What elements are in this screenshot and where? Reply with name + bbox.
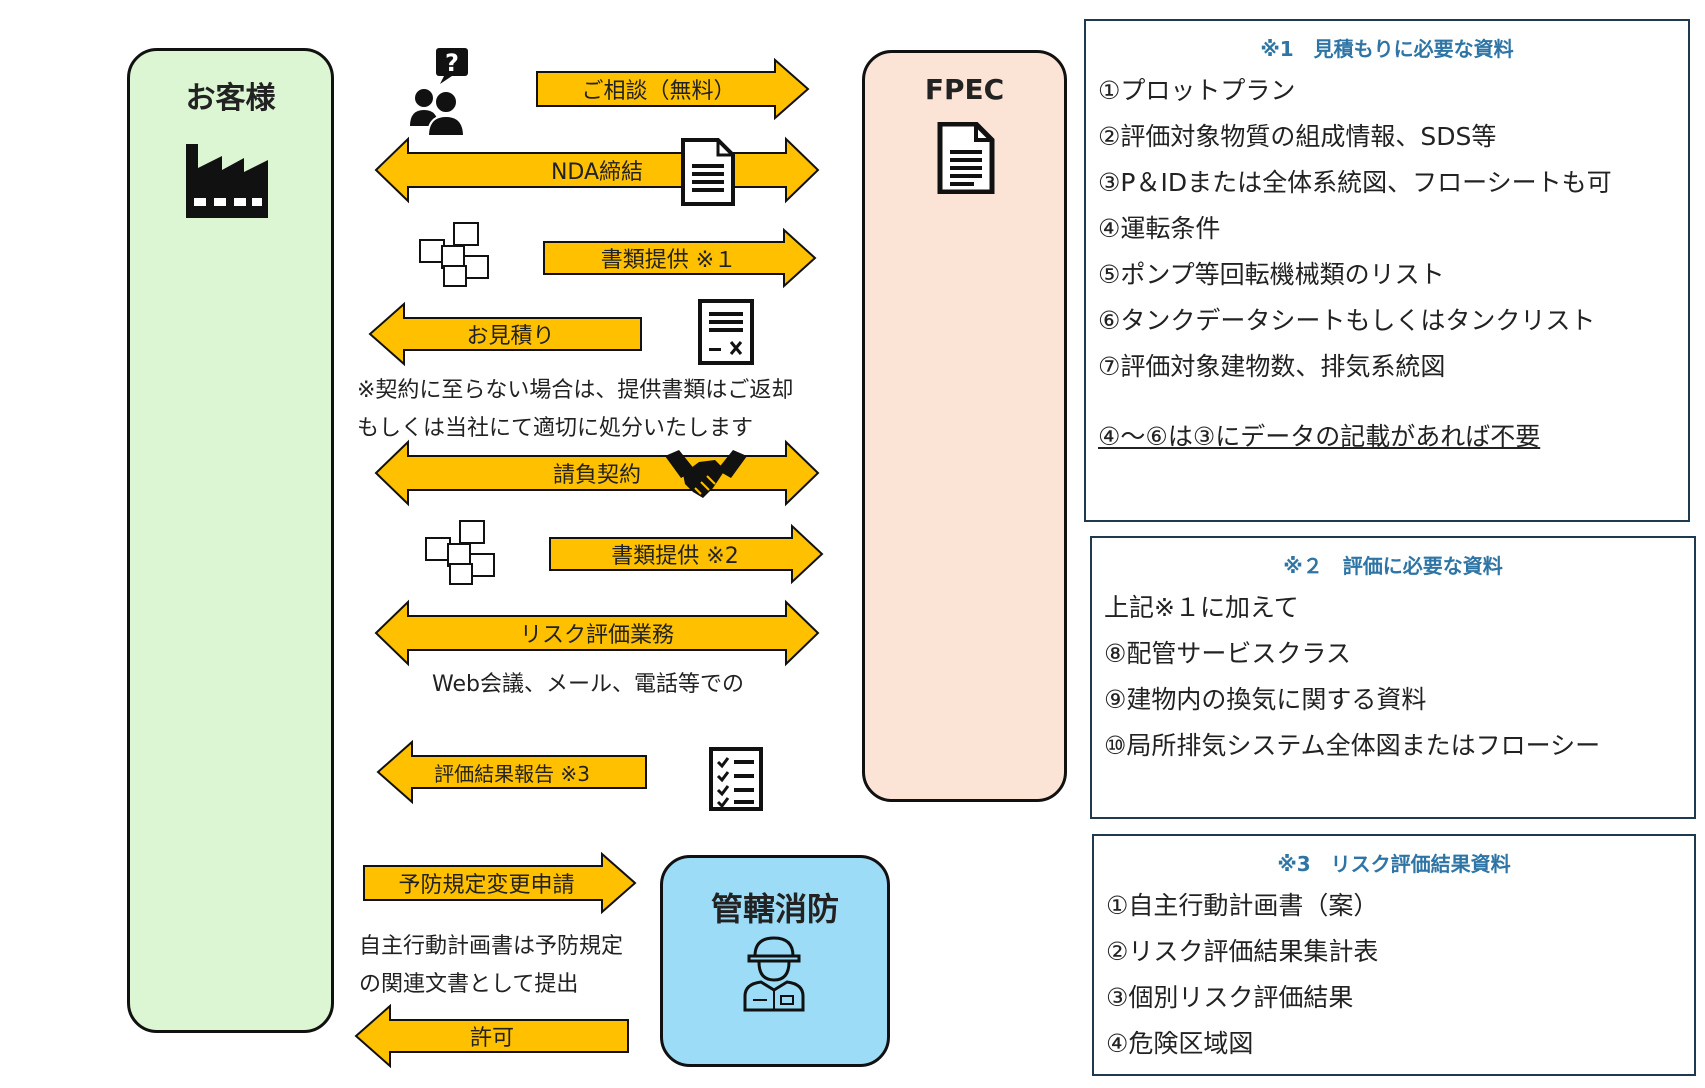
plan-note-line1: 自主行動計画書は予防規定: [359, 934, 624, 959]
box3-title: ※3 リスク評価結果資料: [1277, 852, 1511, 876]
risk-arrow: リスク評価業務: [374, 599, 820, 667]
sticky-notes-icon: [419, 222, 489, 287]
sticky-notes-icon: [425, 520, 495, 585]
box2-item: ⑩局所排気システム全体図またはフローシー: [1104, 731, 1601, 760]
fire-dept-title: 管轄消防: [710, 890, 839, 928]
box2-item: 上記※１に加えて: [1104, 593, 1299, 622]
permit-arrow: 許可: [354, 1003, 630, 1069]
evaluation-docs-box: ※２ 評価に必要な資料 上記※１に加えて ⑧配管サービスクラス ⑨建物内の換気に…: [1090, 536, 1696, 819]
customer-title: お客様: [185, 81, 276, 116]
box2-item: ⑨建物内の換気に関する資料: [1104, 685, 1427, 714]
box1-item: ⑦評価対象建物数、排気系統図: [1098, 352, 1446, 381]
checklist-icon: [709, 747, 763, 811]
nda-label: NDA締結: [550, 160, 644, 185]
box3-item: ②リスク評価結果集計表: [1106, 937, 1379, 966]
handshake-icon: [665, 450, 747, 498]
consult-arrow: ご相談（無料）: [535, 57, 810, 121]
plan-note-line2: の関連文書として提出: [359, 972, 579, 997]
web-note: Web会議、メール、電話等での: [432, 672, 744, 697]
consult-label: ご相談（無料）: [581, 79, 736, 104]
quote-arrow: お見積り: [368, 301, 643, 367]
amend-arrow: 予防規定変更申請: [362, 851, 637, 915]
return-note-line2: もしくは当社にて適切に処分いたします: [357, 416, 754, 441]
report-arrow: 評価結果報告 ※3: [376, 739, 648, 805]
risk-label: リスク評価業務: [519, 623, 674, 648]
box1-item: ④運転条件: [1098, 214, 1221, 243]
estimate-docs-box: ※1 見積もりに必要な資料 ①プロットプラン ②評価対象物質の組成情報、SDS等…: [1084, 19, 1690, 522]
box1-item: ②評価対象物質の組成情報、SDS等: [1098, 122, 1497, 151]
box3-item: ③個別リスク評価結果: [1106, 983, 1354, 1012]
document-icon: [681, 138, 735, 206]
box3-item: ④危険区域図: [1106, 1029, 1254, 1058]
box1-item: ⑥タンクデータシートもしくはタンクリスト: [1098, 306, 1596, 335]
box2-item: ⑧配管サービスクラス: [1104, 639, 1351, 668]
box1-footnote: ④～⑥は③にデータの記載があれば不要: [1098, 422, 1541, 451]
return-note-line1: ※契約に至らない場合は、提供書類はご返却: [357, 378, 794, 403]
document-icon: [937, 122, 995, 194]
svg-text:?: ?: [445, 49, 459, 77]
box1-item: ⑤ポンプ等回転機械類のリスト: [1098, 260, 1445, 289]
box1-item: ③P＆IDまたは全体系統図、フローシートも可: [1098, 168, 1612, 197]
permit-label: 許可: [469, 1026, 514, 1051]
firefighter-icon: [743, 936, 805, 1012]
fpec-title: FPEC: [924, 73, 1005, 106]
invoice-icon: [698, 299, 754, 365]
amend-label: 予防規定変更申請: [398, 873, 575, 898]
factory-icon: [186, 144, 268, 218]
consultation-icon: ?: [410, 48, 468, 136]
docs1-label: 書類提供 ※１: [600, 248, 737, 273]
docs2-arrow: 書類提供 ※2: [548, 523, 824, 585]
box1-title: ※1 見積もりに必要な資料: [1260, 37, 1514, 61]
risk-results-box: ※3 リスク評価結果資料 ①自主行動計画書（案） ②リスク評価結果集計表 ③個別…: [1092, 834, 1696, 1076]
report-label: 評価結果報告 ※3: [434, 761, 590, 786]
docs1-arrow: 書類提供 ※１: [542, 227, 817, 289]
docs2-label: 書類提供 ※2: [611, 544, 739, 569]
box3-item: ①自主行動計画書（案）: [1106, 891, 1379, 920]
nda-arrow: NDA締結: [374, 136, 820, 204]
contract-label: 請負契約: [552, 463, 641, 488]
box2-title: ※２ 評価に必要な資料: [1283, 554, 1503, 578]
box1-item: ①プロットプラン: [1098, 76, 1296, 105]
quote-label: お見積り: [466, 324, 555, 349]
contract-arrow: 請負契約: [374, 439, 820, 507]
